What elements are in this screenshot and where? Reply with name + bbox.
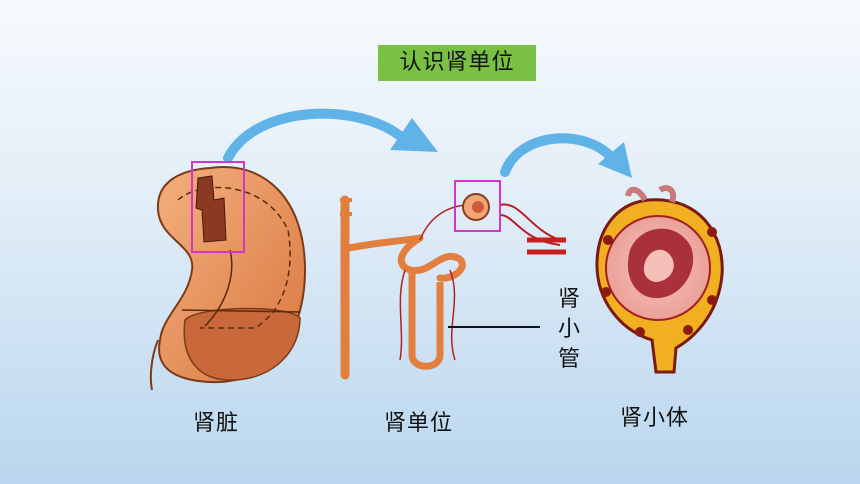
curved-arrow-icon xyxy=(500,133,632,178)
page-title: 认识肾单位 xyxy=(378,45,536,81)
tubule-label-char: 管 xyxy=(557,347,580,372)
highlight-box xyxy=(454,180,501,232)
corpuscle-label: 肾小体 xyxy=(620,406,690,431)
kidney-label: 肾脏 xyxy=(193,411,240,436)
corpuscle-illustration xyxy=(595,185,724,374)
curved-arrow-icon xyxy=(223,108,438,163)
tubule-label: 肾 小 管 xyxy=(556,285,582,375)
highlight-box xyxy=(191,161,245,253)
tubule-label-char: 肾 xyxy=(557,287,580,312)
tubule-label-char: 小 xyxy=(557,317,580,342)
nephron-illustration xyxy=(340,180,566,380)
kidney-illustration xyxy=(149,161,307,391)
nephron-label: 肾单位 xyxy=(384,411,454,436)
